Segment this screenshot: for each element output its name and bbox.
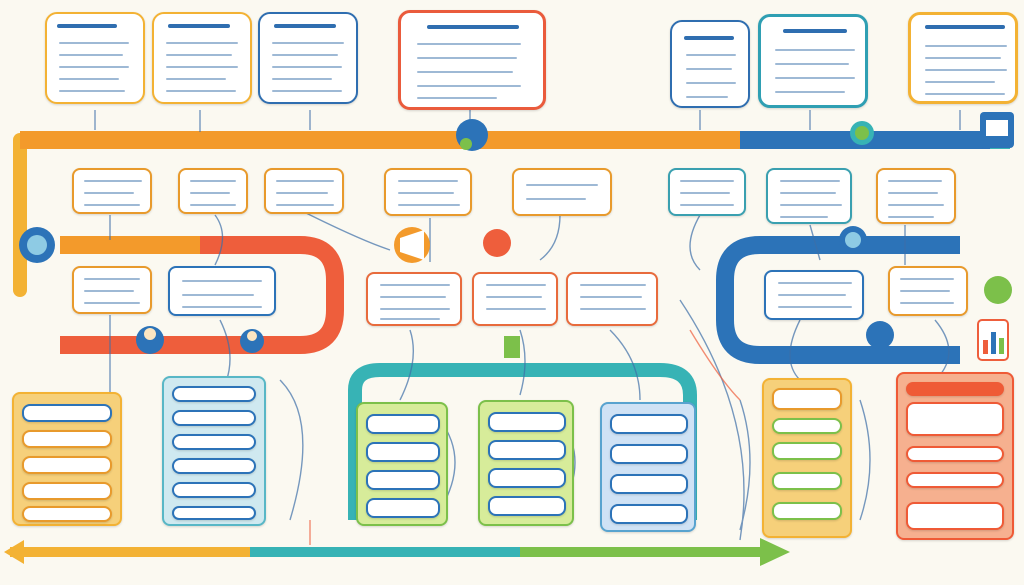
bottom-row: [488, 468, 566, 488]
bottom-row: [772, 442, 842, 460]
card-header-bar: [925, 25, 1005, 29]
row3-box-6: [764, 270, 864, 320]
row2-box-8: [876, 168, 956, 224]
card-header-bar: [57, 24, 117, 28]
card-header-bar: [684, 36, 734, 40]
bottom-column-5: [600, 402, 696, 532]
bottom-column-2: [162, 376, 266, 526]
row2-box-2: [178, 168, 248, 214]
bottom-row: [366, 498, 440, 518]
bottom-row: [22, 430, 112, 448]
shop-icon: [980, 112, 1014, 148]
plant-icon: [456, 119, 488, 151]
card-header-bar: [168, 24, 230, 28]
bottom-row: [172, 386, 256, 402]
bottom-arrow-head-left: [4, 540, 24, 564]
bottom-row: [906, 502, 1004, 530]
row3-box-3: [366, 272, 462, 326]
bottom-row: [172, 458, 256, 474]
bottom-column-3: [356, 402, 448, 526]
bottom-row: [488, 412, 566, 432]
bottom-row: [488, 496, 566, 516]
bottom-row: [366, 470, 440, 490]
right-blue-loop: [716, 236, 960, 364]
bottom-row: [172, 410, 256, 426]
bottom-row: [22, 482, 112, 500]
globe-icon: [839, 226, 867, 254]
bottom-row: [488, 440, 566, 460]
bottom-row: [172, 506, 256, 520]
row2-box-3: [264, 168, 344, 214]
top-card-2: [152, 12, 252, 104]
bottom-arrow-head-right: [760, 538, 790, 566]
bottom-row: [610, 474, 688, 494]
bottom-row: [22, 456, 112, 474]
top-card-5: [670, 20, 750, 108]
bottom-row: [366, 442, 440, 462]
row2-box-7: [766, 168, 852, 224]
person-icon: [483, 229, 511, 257]
hand-icon: [984, 276, 1012, 304]
bottom-row: [906, 472, 1004, 488]
bottom-row: [906, 446, 1004, 462]
bottom-row: [906, 402, 1004, 436]
top-card-1: [45, 12, 145, 104]
bottom-row: [772, 502, 842, 520]
row2-box-1: [72, 168, 152, 214]
card-header-bar: [427, 25, 519, 29]
megaphone-icon: [394, 227, 430, 263]
bottom-row: [772, 388, 842, 410]
bottom-row: [610, 444, 688, 464]
bottom-row: [610, 414, 688, 434]
bottom-column-7: [896, 372, 1014, 540]
bottom-row: [772, 418, 842, 434]
top-card-4: [398, 10, 546, 110]
top-card-3: [258, 12, 358, 104]
row3-box-7: [888, 266, 968, 316]
bottom-row: [366, 414, 440, 434]
bottom-column-6: [762, 378, 852, 538]
bottom-row: [22, 404, 112, 422]
bottom-row: [772, 472, 842, 490]
row3-box-5: [566, 272, 658, 326]
globe-icon: [850, 121, 874, 145]
row2-box-6: [668, 168, 746, 216]
plant-icon: [19, 227, 55, 263]
top-card-7: [908, 12, 1018, 104]
bottom-column-1: [12, 392, 122, 526]
bottom-row: [22, 506, 112, 522]
bottom-row: [906, 382, 1004, 396]
row3-box-1: [72, 266, 152, 314]
top-card-6: [758, 14, 868, 108]
bottom-row: [610, 504, 688, 524]
person-icon: [240, 329, 264, 353]
bottom-row: [172, 482, 256, 498]
card-header-bar: [783, 29, 847, 33]
row3-box-4: [472, 272, 558, 326]
bottom-column-4: [478, 400, 574, 526]
chart-icon: [977, 319, 1009, 361]
row2-box-5: [512, 168, 612, 216]
row2-box-4: [384, 168, 472, 216]
red-connectors: [309, 329, 741, 545]
card-header-bar: [274, 24, 336, 28]
teal-arch: [348, 363, 697, 520]
middle-red-loop: [60, 236, 344, 354]
chart-icon: [504, 336, 520, 358]
bottom-row: [172, 434, 256, 450]
row3-box-2: [168, 266, 276, 316]
person-icon: [866, 321, 894, 349]
person-icon: [136, 326, 164, 354]
